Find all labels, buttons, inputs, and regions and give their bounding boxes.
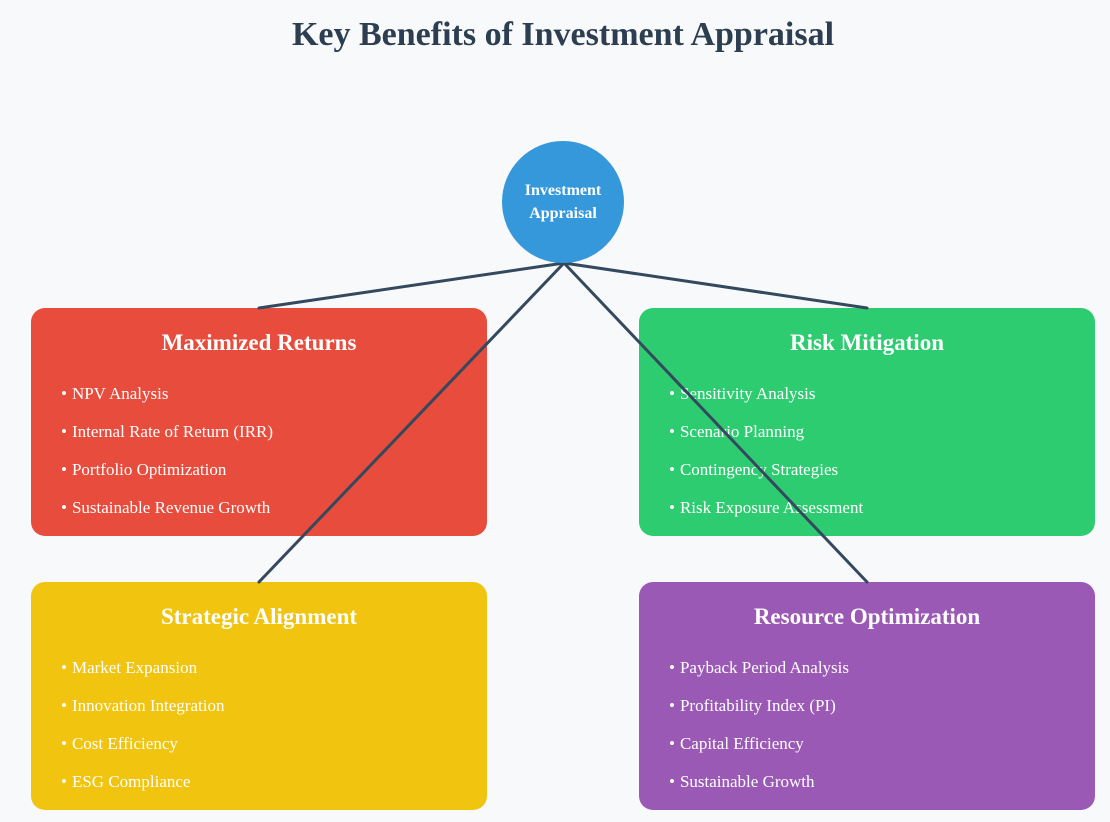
list-item: •Cost Efficiency xyxy=(61,734,224,772)
list-item: •Sustainable Revenue Growth xyxy=(61,498,273,536)
list-item: •Market Expansion xyxy=(61,658,224,696)
card-title: Strategic Alignment xyxy=(160,604,358,629)
item-label: Sustainable Growth xyxy=(679,772,815,791)
central-hub-node: Investment Appraisal xyxy=(502,141,624,263)
item-label: Market Expansion xyxy=(71,658,198,677)
item-label: Profitability Index (PI) xyxy=(679,696,836,715)
hub-label-line-2: Appraisal xyxy=(529,205,597,222)
card-title: Risk Mitigation xyxy=(790,330,944,355)
bullet: • xyxy=(61,772,67,791)
card-maximized-returns: Maximized Returns •NPV Analysis •Interna… xyxy=(31,308,487,536)
list-item: •Sustainable Growth xyxy=(669,772,849,810)
bullet: • xyxy=(61,498,67,517)
hub-label-line-1: Investment xyxy=(524,182,602,199)
item-label: Portfolio Optimization xyxy=(71,460,227,479)
bullet: • xyxy=(61,460,67,479)
connector-to-maximized-returns xyxy=(257,261,566,310)
page-title: Key Benefits of Investment Appraisal xyxy=(291,16,835,53)
hub-label: Investment Appraisal xyxy=(525,179,601,225)
card-item-list: •Sensitivity Analysis •Scenario Planning… xyxy=(669,384,863,536)
card-strategic-alignment: Strategic Alignment •Market Expansion •I… xyxy=(31,582,487,810)
card-title: Maximized Returns xyxy=(161,330,357,355)
card-item-list: •Payback Period Analysis •Profitability … xyxy=(669,658,849,810)
bullet: • xyxy=(61,658,67,677)
list-item: •Payback Period Analysis xyxy=(669,658,849,696)
bullet: • xyxy=(669,384,675,403)
bullet: • xyxy=(669,772,675,791)
card-item-list: •Market Expansion •Innovation Integratio… xyxy=(61,658,224,810)
list-item: •Innovation Integration xyxy=(61,696,224,734)
item-label: Cost Efficiency xyxy=(71,734,178,753)
bullet: • xyxy=(669,422,675,441)
item-label: Risk Exposure Assessment xyxy=(679,498,864,517)
bullet: • xyxy=(61,734,67,753)
list-item: •Scenario Planning xyxy=(669,422,863,460)
bullet: • xyxy=(669,498,675,517)
list-item: •Risk Exposure Assessment xyxy=(669,498,863,536)
bullet: • xyxy=(669,734,675,753)
list-item: •ESG Compliance xyxy=(61,772,224,810)
list-item: •Internal Rate of Return (IRR) xyxy=(61,422,273,460)
list-item: •NPV Analysis xyxy=(61,384,273,422)
list-item: •Sensitivity Analysis xyxy=(669,384,863,422)
card-title: Resource Optimization xyxy=(753,604,981,629)
item-label: NPV Analysis xyxy=(71,384,169,403)
list-item: •Profitability Index (PI) xyxy=(669,696,849,734)
bullet: • xyxy=(669,696,675,715)
item-label: ESG Compliance xyxy=(71,772,191,791)
card-resource-optimization: Resource Optimization •Payback Period An… xyxy=(639,582,1095,810)
item-label: Contingency Strategies xyxy=(679,460,839,479)
item-label: Internal Rate of Return (IRR) xyxy=(71,422,274,441)
item-label: Scenario Planning xyxy=(679,422,805,441)
bullet: • xyxy=(61,422,67,441)
item-label: Payback Period Analysis xyxy=(679,658,849,677)
item-label: Capital Efficiency xyxy=(679,734,804,753)
bullet: • xyxy=(669,460,675,479)
card-risk-mitigation: Risk Mitigation •Sensitivity Analysis •S… xyxy=(639,308,1095,536)
card-item-list: •NPV Analysis •Internal Rate of Return (… xyxy=(61,384,273,536)
list-item: •Capital Efficiency xyxy=(669,734,849,772)
bullet: • xyxy=(669,658,675,677)
connector-to-risk-mitigation xyxy=(562,261,869,310)
item-label: Sensitivity Analysis xyxy=(679,384,816,403)
list-item: •Contingency Strategies xyxy=(669,460,863,498)
item-label: Innovation Integration xyxy=(71,696,225,715)
list-item: •Portfolio Optimization xyxy=(61,460,273,498)
bullet: • xyxy=(61,696,67,715)
item-label: Sustainable Revenue Growth xyxy=(71,498,271,517)
bullet: • xyxy=(61,384,67,403)
